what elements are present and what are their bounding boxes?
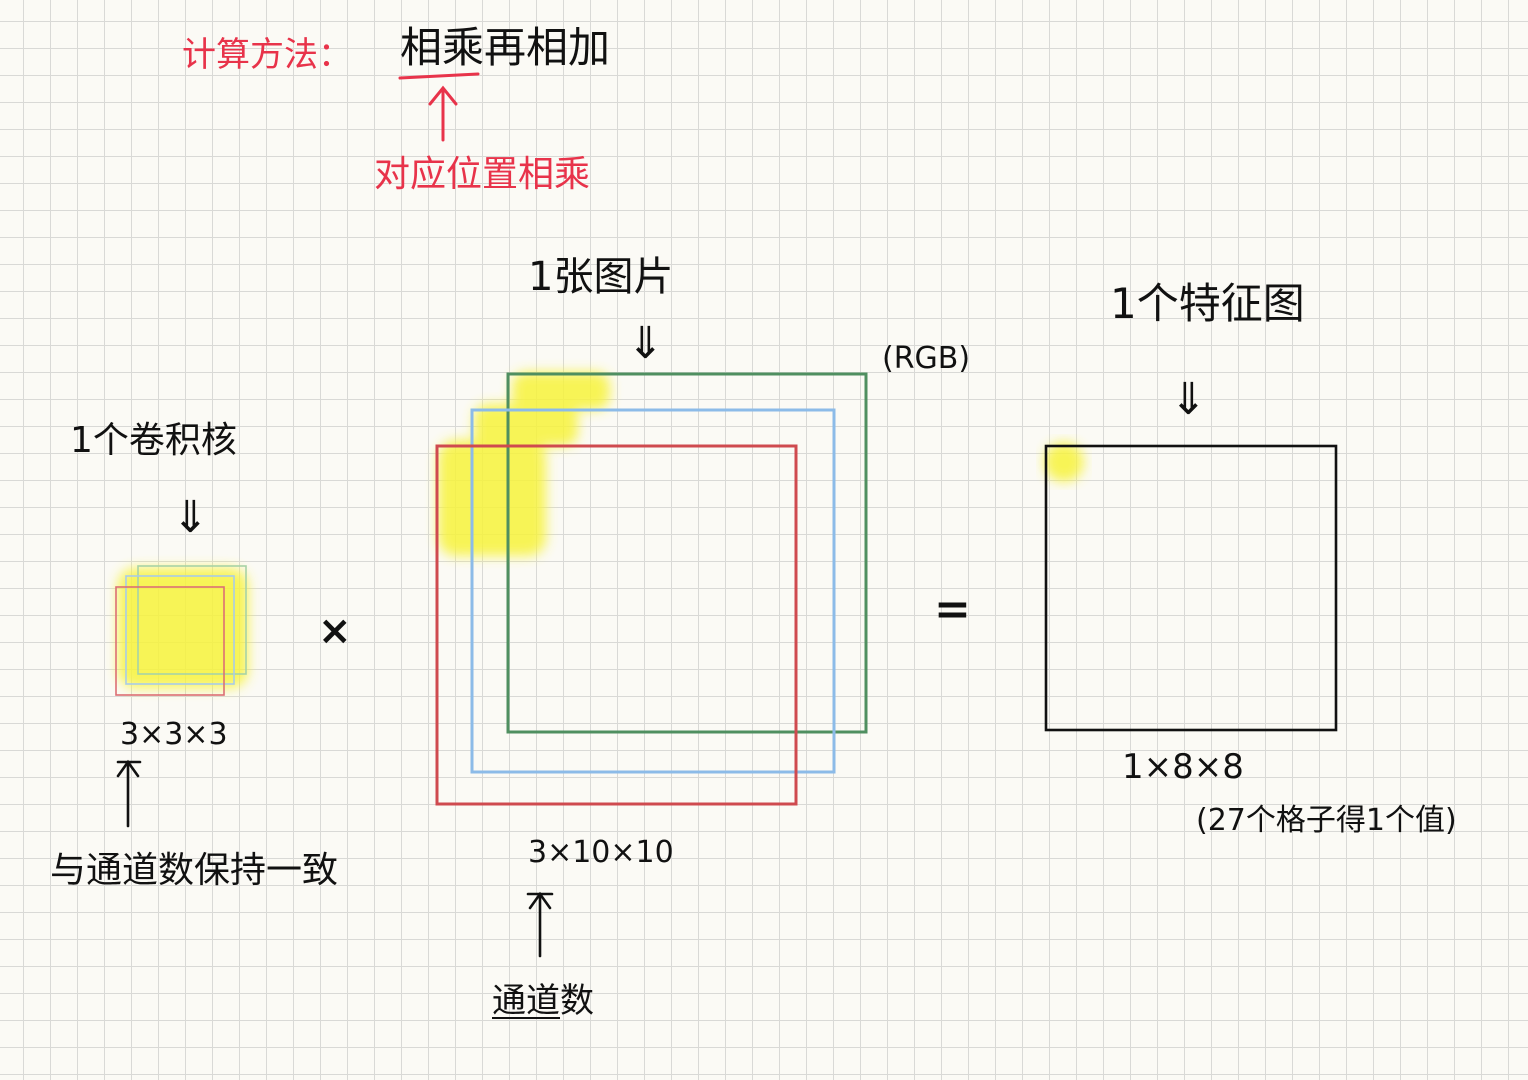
channel-blue <box>470 408 836 774</box>
kernel-channel-middle <box>125 575 235 685</box>
double-down-arrow-icon: ⇓ <box>1170 374 1207 425</box>
method-text: 相乘再相加 <box>400 23 610 72</box>
feature-map-note: (27个格子得1个值) <box>1196 803 1457 838</box>
kernel-group: 1个卷积核 ⇓ 3×3×3 与通道数保持一致 <box>50 420 338 891</box>
feature-map-box <box>1044 444 1338 732</box>
method-underline <box>398 72 480 80</box>
kernel-highlight <box>118 568 248 688</box>
multiply-operator: × <box>318 608 352 654</box>
image-title: 1张图片 <box>528 254 673 300</box>
feature-map-highlight <box>1044 442 1084 482</box>
image-group: 1张图片 ⇓ (RGB) 3×10×10 通道数 <box>435 254 970 1021</box>
position-multiply-note: 对应位置相乘 <box>374 154 590 195</box>
method-header: 计算方法： 相乘再相加 对应位置相乘 <box>182 23 610 195</box>
feature-map-title: 1个特征图 <box>1110 279 1305 328</box>
double-down-arrow-icon: ⇓ <box>172 492 209 543</box>
channel-count-note: 通道数 <box>492 981 594 1021</box>
method-label: 计算方法： <box>182 35 352 75</box>
image-highlight <box>438 372 610 556</box>
channel-red <box>435 444 798 806</box>
image-dims: 3×10×10 <box>528 835 674 870</box>
feature-map-group: 1个特征图 ⇓ 1×8×8 (27个格子得1个值) <box>1044 279 1457 838</box>
arrow-up-icon <box>116 759 142 828</box>
arrow-up-icon <box>428 85 458 142</box>
kernel-channel-note: 与通道数保持一致 <box>50 850 338 891</box>
feature-map-dims: 1×8×8 <box>1122 747 1244 787</box>
kernel-title: 1个卷积核 <box>70 420 237 461</box>
kernel-dims: 3×3×3 <box>120 717 228 752</box>
arrow-up-icon <box>526 891 554 958</box>
rgb-label: (RGB) <box>882 341 970 376</box>
equals-operator: = <box>934 584 971 635</box>
double-down-arrow-icon: ⇓ <box>627 318 664 369</box>
kernel-channel-front <box>115 586 225 696</box>
channel-green <box>506 372 868 734</box>
kernel-channel-back <box>137 565 247 675</box>
